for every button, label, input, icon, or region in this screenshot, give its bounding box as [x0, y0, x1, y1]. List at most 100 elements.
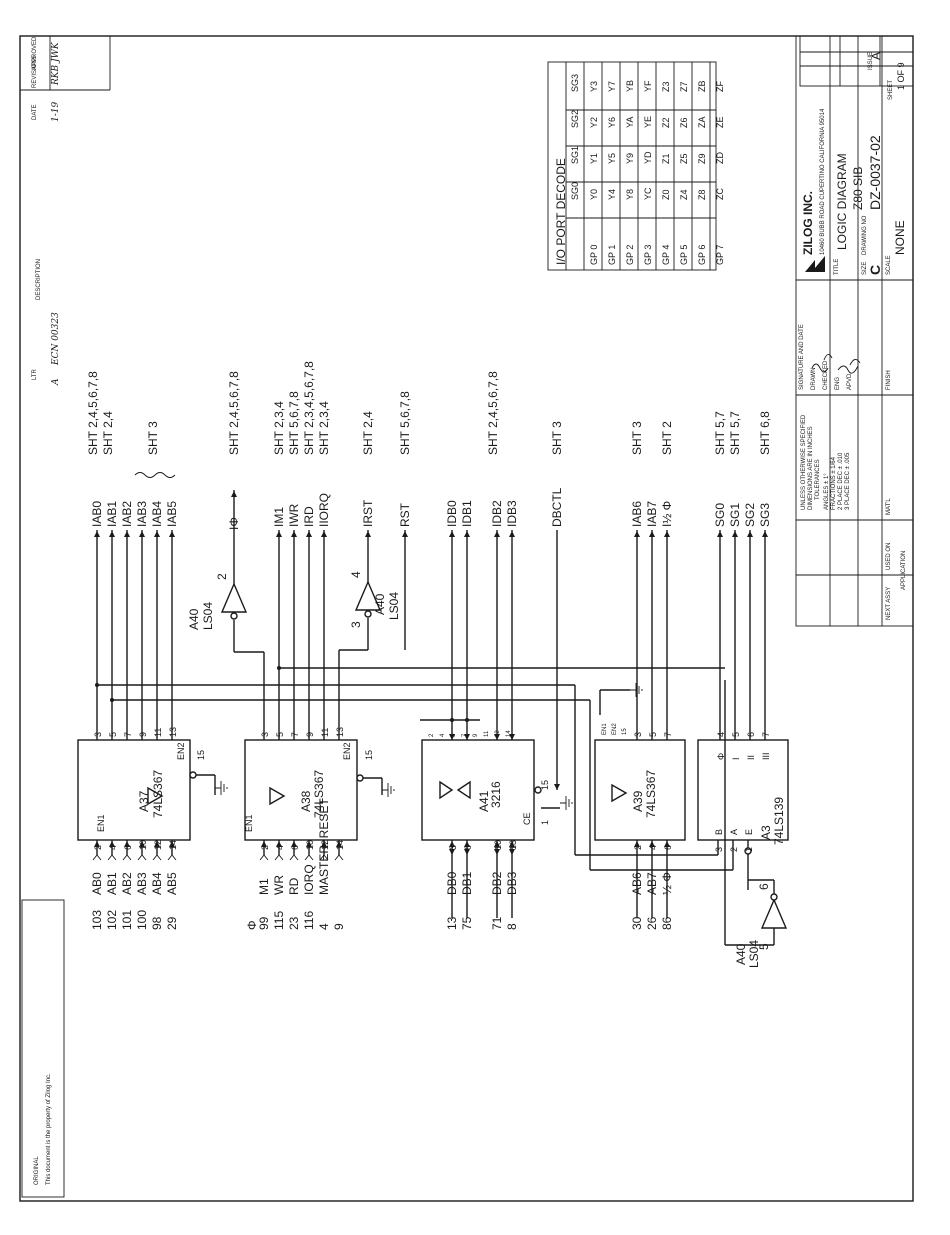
- a41-in-pin: 6: [463, 845, 473, 850]
- table-cell: YA: [625, 117, 635, 128]
- connector-arrow-icon: [167, 854, 177, 861]
- clock-buffer-ref-group: A40: [187, 608, 201, 630]
- a3-sheet-ref-group: SHT 6,8: [758, 411, 772, 455]
- table-cell-group: Z7: [679, 81, 689, 92]
- role-drawn: DRAWN: [811, 368, 817, 390]
- a39-enable-label-group: EN1: [602, 723, 608, 735]
- used-on-label: USED ON: [886, 543, 892, 570]
- a37-in-pinnum: 103: [90, 910, 104, 930]
- arrow-up-icon: [139, 841, 145, 847]
- arrow-down-icon: [449, 849, 455, 855]
- rst-out-signal: IRST: [361, 499, 375, 527]
- junction-dot: [110, 698, 114, 702]
- a3-out-pin: 7: [761, 732, 771, 737]
- arrow-up-icon: [276, 531, 282, 537]
- a39-in-pin: 2: [633, 845, 643, 850]
- a41-out-pin-group: 4: [440, 733, 446, 737]
- table-row-label: GP 6: [697, 245, 707, 265]
- a39-in-signal-group: ½ Φ: [660, 872, 674, 895]
- a38-out-pin-group: 11: [320, 728, 330, 737]
- a38-out-signal: IIORQ: [317, 493, 331, 527]
- table-cell-group: Y2: [589, 117, 599, 128]
- arrow-up-icon: [261, 841, 267, 847]
- arrow-up-icon: [169, 531, 175, 537]
- a37-out-pin: 5: [108, 732, 118, 737]
- a41-in-pinnum-group: 71: [490, 916, 504, 930]
- a37-in-pinnum: 29: [165, 916, 179, 930]
- table-row-label-group: GP 2: [625, 245, 635, 265]
- a37-in-signal: AB0: [90, 872, 104, 895]
- a37-out-signal-group: IAB5: [165, 501, 179, 527]
- a37-enable-pin: 15: [196, 750, 206, 760]
- clock-sheet-ref: SHT 2,4,5,6,7,8: [227, 371, 241, 455]
- a38-sheet-ref-group: SHT 2,3,4: [317, 401, 331, 455]
- connector-arrow-icon: [122, 854, 132, 861]
- a37-sheet-ref-group: SHT 2,4: [101, 411, 115, 455]
- a41-out-pin: 7: [462, 733, 468, 737]
- a39-out-signal-group: IAB7: [645, 501, 659, 527]
- a41-out-pin: 12: [495, 730, 501, 737]
- a41-ce-pin: 15: [540, 780, 550, 790]
- a38-phi-label-group: Φ: [245, 920, 259, 930]
- company-address: 10460 BUBB ROAD CUPERTINO CALIFORNIA 950…: [820, 108, 826, 255]
- a41-out-pin-group: 12: [495, 730, 501, 737]
- arrow-up-icon: [109, 841, 115, 847]
- table-row-label: GP 0: [589, 245, 599, 265]
- rst2-signal: RST: [398, 502, 412, 527]
- a37-in-signal: AB4: [150, 872, 164, 895]
- a38-in-pin: 12: [320, 840, 330, 850]
- table-cell: Z1: [661, 153, 671, 164]
- a37-in-pinnum: 98: [150, 916, 164, 930]
- a3-out-label-group: III: [761, 752, 771, 760]
- connector-arrow-icon: [107, 854, 117, 861]
- arrow-up-icon: [291, 841, 297, 847]
- table-cell: Y0: [589, 189, 599, 200]
- a38-out-signal: IRD: [302, 506, 316, 527]
- a3-in-label: A: [729, 829, 739, 835]
- group-a37: A37 74LS367: [77, 739, 191, 841]
- table-cell: YC: [643, 187, 653, 200]
- a41-out-pin-group: 14: [506, 730, 512, 737]
- a41-out-signal-group: IDB1: [460, 500, 474, 527]
- io-port-decode-table: I/O PORT DECODE: [547, 61, 717, 271]
- a37-out-pin-group: 7: [123, 732, 133, 737]
- a38-sheet-ref-group: SHT 5,6,7,8: [287, 391, 301, 455]
- arrow-up-icon: [124, 841, 130, 847]
- a38-phi-label: Φ: [245, 920, 259, 930]
- a39-sheet-ref-group: SHT 2: [660, 421, 674, 455]
- a37-in-pinnum-group: 102: [105, 910, 119, 930]
- a3-in-pin: 2: [729, 847, 739, 852]
- a39-in-signal-group: AB6: [630, 872, 644, 895]
- a41-in-pin-group: 10: [493, 840, 503, 850]
- a41-out-signal-group: IDB2: [490, 500, 504, 527]
- role-eng: ENG: [835, 377, 841, 390]
- arrow-up-icon: [494, 531, 500, 537]
- a37-sheet-ref: SHT 2,4,5,6,7,8: [86, 371, 100, 455]
- a3-in-label: B: [714, 829, 724, 835]
- size-label: SIZE: [862, 262, 868, 275]
- table-cell: Y2: [589, 117, 599, 128]
- a38-in-pinnum-group: 23: [287, 916, 301, 930]
- tolerance-line: DIMENSIONS ARE IN INCHES: [808, 426, 814, 510]
- a38-in-pinnum: 23: [287, 916, 301, 930]
- arrow-down-icon: [509, 849, 515, 855]
- inversion-bubble-icon: [189, 771, 197, 779]
- table-cell-group: Y5: [607, 153, 617, 164]
- arrow-down-icon: [449, 734, 455, 740]
- a38-out-pin: 5: [275, 732, 285, 737]
- a38-enable-label: EN1: [244, 814, 254, 832]
- arrow-up-icon: [762, 531, 768, 537]
- a39-in-pinnum: 26: [645, 916, 659, 930]
- inverter-icon: [354, 580, 382, 611]
- a37-in-signal: AB3: [135, 872, 149, 895]
- a41-in-pinnum: 8: [505, 923, 519, 930]
- a38-in-pinnum: 115: [272, 911, 286, 930]
- table-cell-group: Z2: [661, 117, 671, 128]
- a37-out-pin-group: 9: [138, 732, 148, 737]
- inversion-bubble-icon: [534, 786, 542, 794]
- table-cell-group: Z8: [697, 189, 707, 200]
- table-cell-group: ZC: [715, 188, 725, 200]
- a3-out-label: II: [746, 755, 756, 760]
- group-a39: A39 74LS367: [594, 739, 686, 841]
- a41-in-pin-group: 3: [448, 845, 458, 850]
